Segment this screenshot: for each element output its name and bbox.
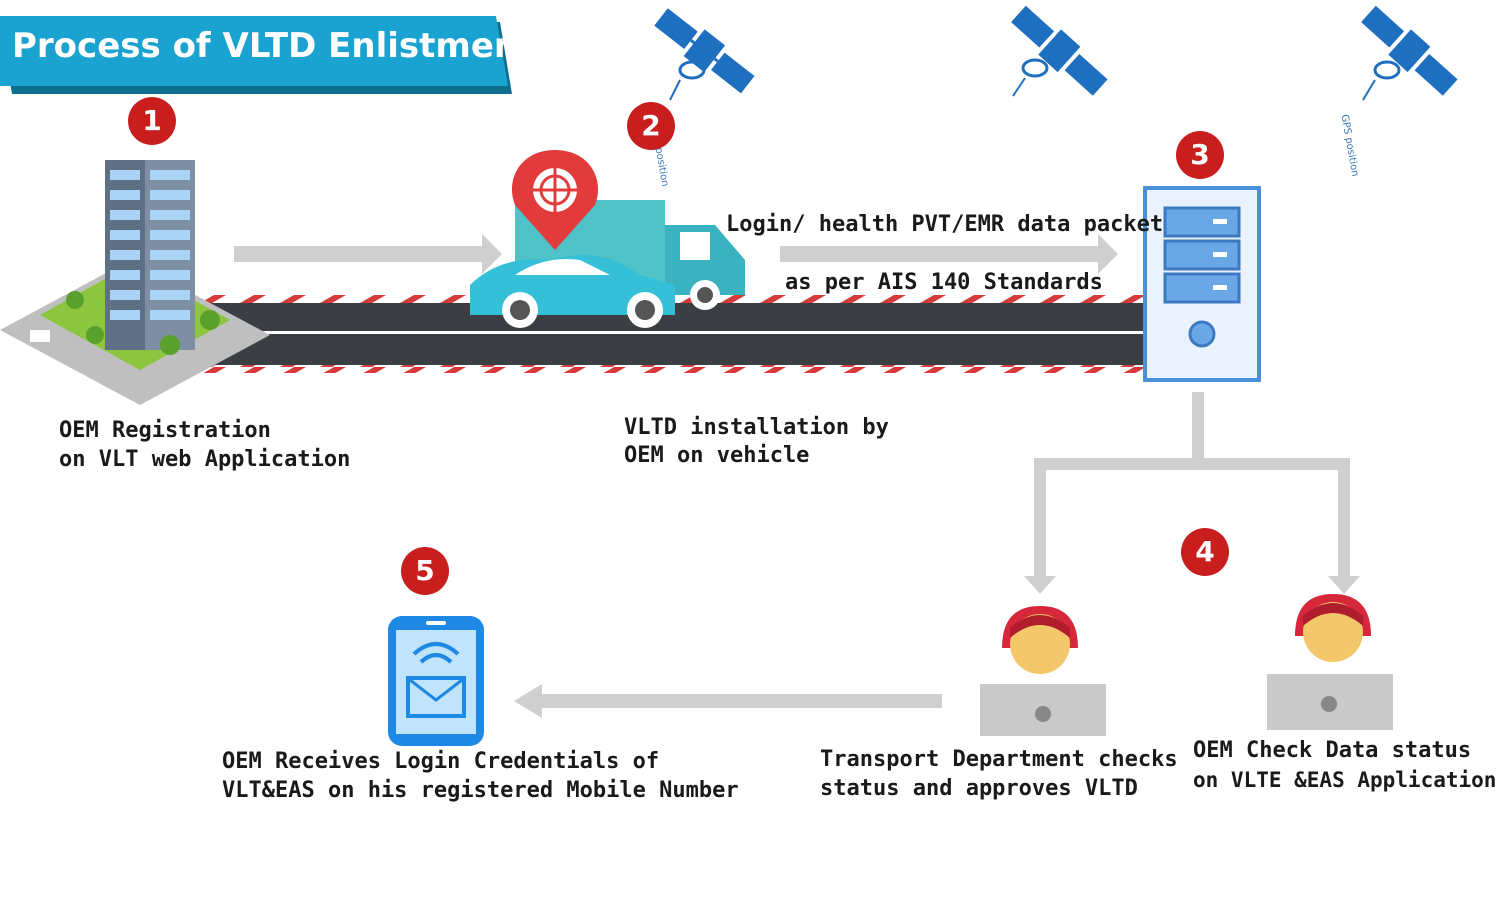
oem-user-icon	[1267, 594, 1393, 730]
oem-registration-line2: on VLT web Application	[59, 447, 351, 472]
building-icon	[0, 160, 270, 405]
title-banner	[0, 16, 512, 94]
step-badge-3: 3	[1176, 131, 1224, 179]
transport-line2: status and approves VLTD	[820, 776, 1138, 801]
installation-line1: VLTD installation by	[624, 415, 889, 440]
oem-check-line1: OEM Check Data status	[1193, 738, 1472, 763]
data-packet-line1: Login/ health PVT/EMR data packet	[726, 212, 1164, 237]
credentials-line1: OEM Receives Login Credentials of	[222, 749, 660, 774]
oem-registration-line1: OEM Registration	[59, 418, 271, 443]
title-banner-shape	[0, 16, 512, 94]
server-icon	[1143, 186, 1261, 382]
page-title: Process of VLTD Enlistment	[12, 26, 535, 66]
data-packet-line2: as per AIS 140 Standards	[785, 270, 1103, 295]
satellite-icon	[1361, 5, 1458, 101]
step-badge-1: 1	[128, 97, 176, 145]
vehicle-icon	[470, 150, 745, 328]
step-badge-4: 4	[1181, 528, 1229, 576]
installation-line2: OEM on vehicle	[624, 443, 810, 468]
oem-check-line2: on VLTE &EAS Application	[1193, 768, 1497, 792]
step-badge-5: 5	[401, 547, 449, 595]
satellite-icon	[1011, 5, 1108, 97]
mobile-phone-icon	[388, 616, 484, 746]
road	[200, 295, 1160, 373]
transport-officer-icon	[980, 606, 1106, 736]
step-badge-2: 2	[627, 102, 675, 150]
transport-line1: Transport Department checks	[820, 747, 1178, 772]
satellite-icon	[654, 8, 755, 101]
credentials-line2: VLT&EAS on his registered Mobile Number	[222, 778, 739, 803]
